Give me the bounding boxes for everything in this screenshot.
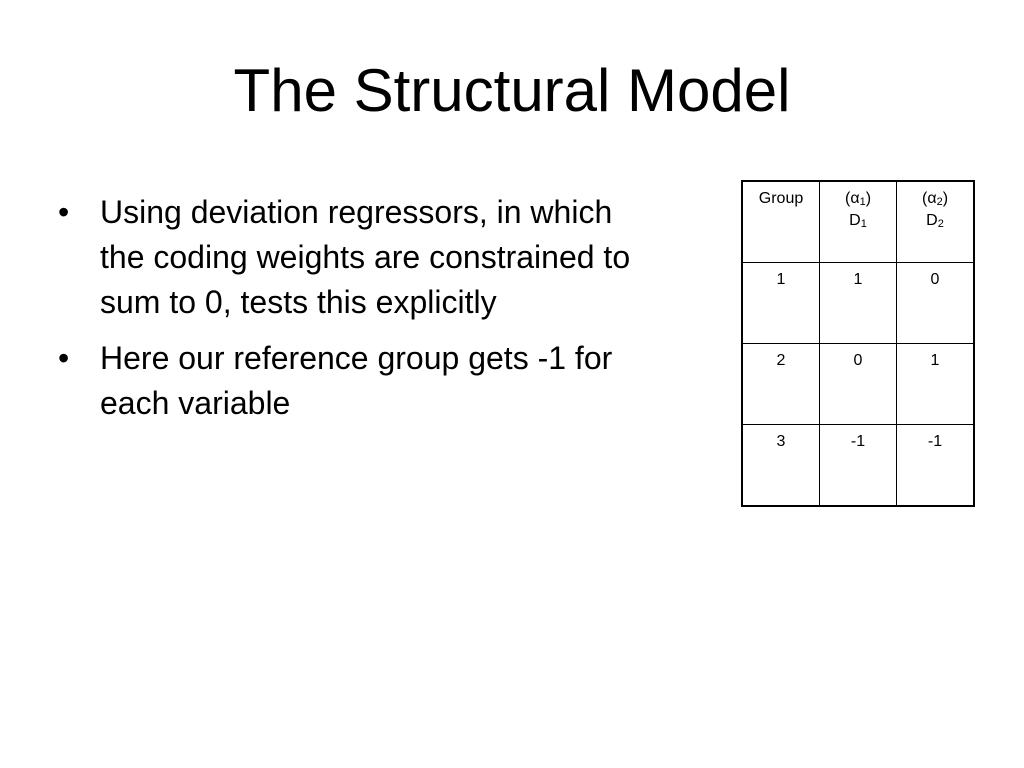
bullet-text: Using deviation regressors, in which the… — [100, 194, 631, 320]
var-letter: D — [849, 211, 861, 229]
param-subscript: 2 — [936, 196, 943, 208]
table-cell-group: 1 — [741, 262, 820, 344]
bullet-text: Here our reference group gets -1 for eac… — [100, 340, 613, 422]
table-cell-d1: -1 — [819, 424, 897, 507]
var-subscript: 2 — [937, 217, 944, 230]
var-letter: D — [926, 211, 938, 229]
param-close: ) — [865, 190, 872, 207]
table-row: 3 -1 -1 — [741, 424, 975, 507]
param-close: ) — [942, 190, 949, 207]
slide-title: The Structural Model — [233, 57, 791, 124]
table-cell-d2: 1 — [896, 343, 975, 425]
table-cell-d1: 1 — [819, 262, 897, 344]
bullet-icon: • — [58, 340, 70, 377]
table-cell-d2: -1 — [896, 424, 975, 507]
table-cell-d2: 0 — [896, 262, 975, 344]
coding-table-container: Group (α1) D1 (α2) D2 1 1 0 2 0 1 — [741, 180, 975, 507]
bullet-icon: • — [58, 194, 70, 230]
header-d1-var: D1 — [849, 211, 867, 230]
table-cell-group: 2 — [741, 343, 820, 425]
table-cell-d1: 0 — [819, 343, 897, 425]
header-d2-param: (α2) — [921, 190, 949, 208]
header-group: Group — [741, 180, 820, 263]
coding-table: Group (α1) D1 (α2) D2 1 1 0 2 0 1 — [741, 180, 975, 507]
header-d2: (α2) D2 — [896, 180, 975, 263]
var-subscript: 1 — [860, 217, 867, 230]
table-header-row: Group (α1) D1 (α2) D2 — [741, 180, 975, 263]
header-d1-param: (α1) — [844, 190, 872, 208]
header-d2-var: D2 — [926, 211, 944, 230]
table-row: 2 0 1 — [741, 343, 975, 425]
bullet-item: • Using deviation regressors, in which t… — [58, 190, 658, 324]
param-subscript: 1 — [859, 196, 866, 208]
bullet-item: • Here our reference group gets -1 for e… — [58, 336, 658, 426]
header-d1: (α1) D1 — [819, 180, 897, 263]
header-group-label: Group — [758, 190, 804, 207]
param-open: (α — [844, 190, 860, 207]
table-row: 1 1 0 — [741, 262, 975, 344]
bullet-list: • Using deviation regressors, in which t… — [58, 190, 658, 438]
table-cell-group: 3 — [741, 424, 820, 507]
param-open: (α — [921, 190, 937, 207]
